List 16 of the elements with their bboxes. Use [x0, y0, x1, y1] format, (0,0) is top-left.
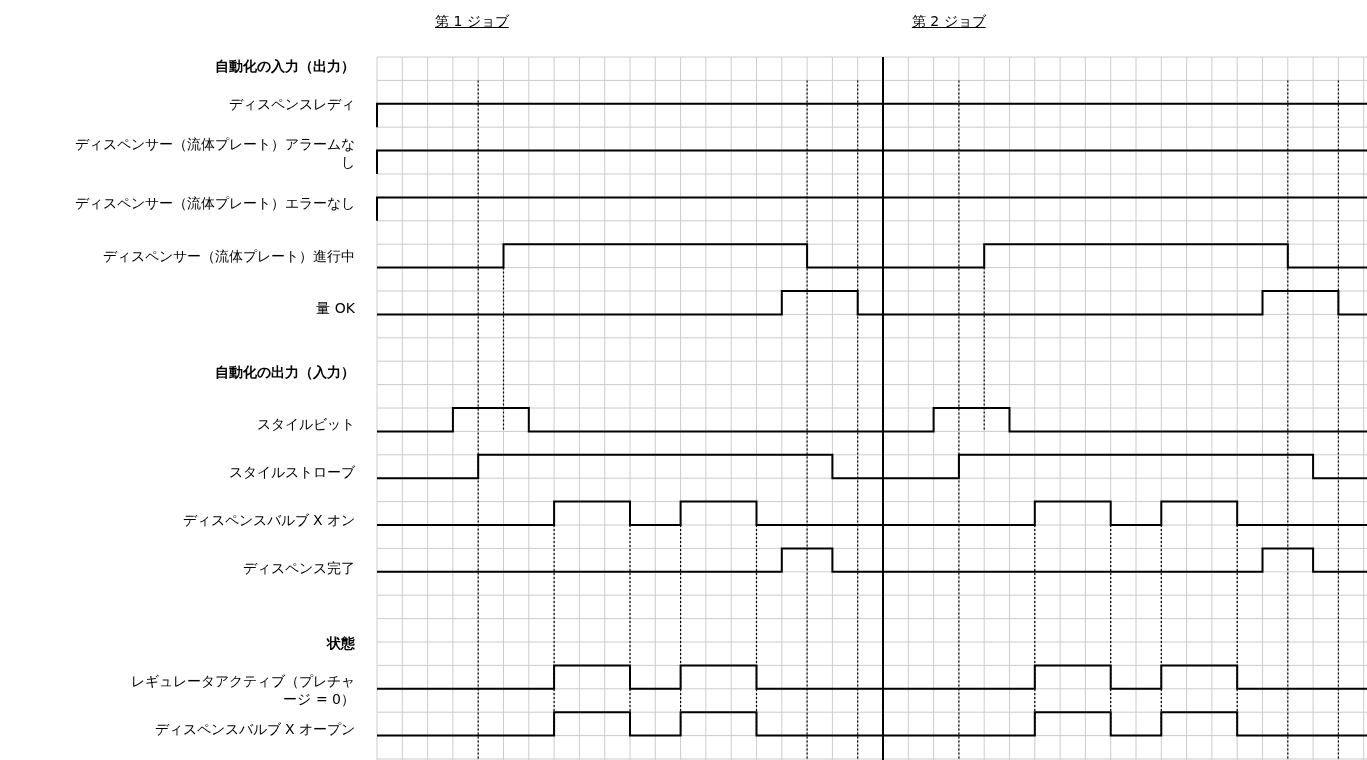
signal-label: ディスペンスレディ: [229, 95, 355, 113]
signal-label: ディスペンサー（流体プレート）アラームなし: [74, 135, 355, 171]
signal-label: スタイルストローブ: [229, 463, 355, 481]
section-heading: 状態: [327, 634, 355, 652]
signal-label: ディスペンサー（流体プレート）エラーなし: [74, 194, 355, 212]
signal-label: ディスペンサー（流体プレート）進行中: [103, 247, 355, 265]
signal-label: ディスペンスバルブ X オープン: [154, 720, 355, 738]
signal-label: 量 OK: [316, 299, 355, 317]
signal-label: ディスペンスバルブ X オン: [182, 511, 355, 529]
job-heading: 第 1 ジョブ: [434, 12, 509, 30]
section-heading: 自動化の出力（入力）: [215, 363, 355, 381]
signal-label: スタイルビット: [257, 415, 355, 433]
signal-label: レギュレータアクティブ（プレチャージ = 0）: [130, 672, 355, 708]
job-heading: 第 2 ジョブ: [911, 12, 986, 30]
signal-label: ディスペンス完了: [243, 559, 355, 577]
section-heading: 自動化の入力（出力）: [215, 57, 355, 75]
